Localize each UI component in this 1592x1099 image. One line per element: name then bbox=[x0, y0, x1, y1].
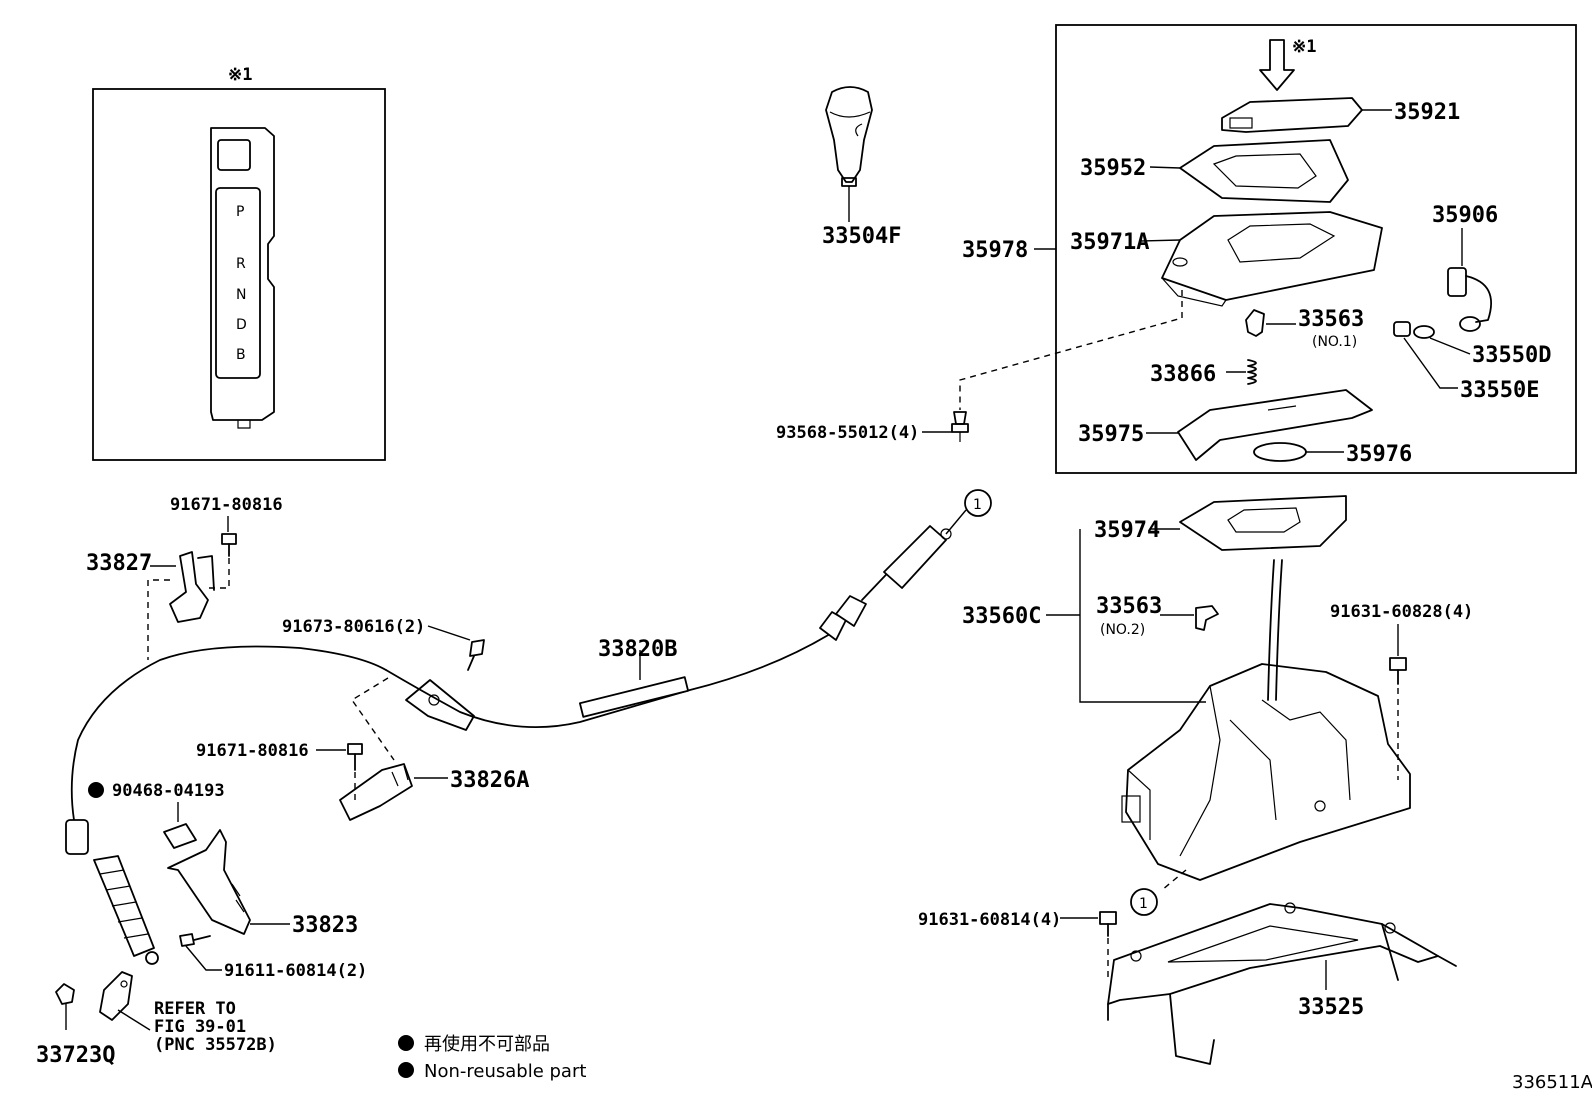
position-d: D bbox=[236, 317, 247, 333]
clip-33827: 91671-80816 33827 bbox=[86, 495, 283, 660]
shift-lever-assembly: 35974 33560C 33563 (NO.2) 1 91631-60828(… bbox=[962, 495, 1473, 916]
legend-english: Non-reusable part bbox=[424, 1061, 586, 1082]
legend: 再使用不可部品 Non-reusable part bbox=[398, 1034, 586, 1082]
label-93568: 93568-55012(4) bbox=[776, 423, 919, 443]
position-p: P bbox=[236, 204, 244, 220]
label-91631-60828: 91631-60828(4) bbox=[1330, 602, 1473, 622]
position-b: B bbox=[236, 347, 246, 363]
label-35971A: 35971A bbox=[1070, 230, 1149, 255]
label-35921: 35921 bbox=[1394, 100, 1460, 125]
indicator-housing-assembly: ※1 35921 35952 35971A 35978 35906 33550D… bbox=[959, 24, 1577, 474]
shift-knob: 33504F bbox=[822, 86, 901, 249]
shift-cable: 1 33820B bbox=[65, 489, 992, 965]
callout-1-bottom: 1 bbox=[1139, 896, 1148, 912]
label-91611: 91611-60814(2) bbox=[224, 961, 367, 981]
label-33550D: 33550D bbox=[1472, 343, 1551, 368]
lower-left-parts: REFER TO FIG 39-01 (PNC 35572B) 33723Q bbox=[36, 971, 277, 1068]
legend-japanese: 再使用不可部品 bbox=[424, 1034, 550, 1055]
position-n: N bbox=[236, 287, 246, 303]
label-33820B: 33820B bbox=[598, 637, 677, 662]
label-35975: 35975 bbox=[1078, 422, 1144, 447]
label-35906: 35906 bbox=[1432, 203, 1498, 228]
label-35978: 35978 bbox=[962, 238, 1028, 263]
label-91631-60814: 91631-60814(4) bbox=[918, 910, 1061, 930]
screw-93568: 93568-55012(4) bbox=[776, 411, 969, 443]
label-91671-top: 91671-80816 bbox=[170, 495, 283, 515]
label-33560C: 33560C bbox=[962, 604, 1041, 629]
figure-id: 336511A bbox=[1512, 1072, 1592, 1093]
base-33525: 91631-60814(4) 33525 bbox=[918, 902, 1457, 1065]
bracket-33823: 90468-04193 33823 91611-60814(2) bbox=[88, 781, 367, 981]
position-r: R bbox=[236, 256, 246, 272]
label-35976: 35976 bbox=[1346, 442, 1412, 467]
label-33563-no2-sub: (NO.2) bbox=[1100, 622, 1145, 638]
refer-line-2: FIG 39-01 bbox=[154, 1017, 246, 1037]
label-33823: 33823 bbox=[292, 913, 358, 938]
label-35952: 35952 bbox=[1080, 156, 1146, 181]
label-91673: 91673-80616(2) bbox=[282, 617, 425, 637]
label-33826A: 33826A bbox=[450, 768, 529, 793]
label-33525: 33525 bbox=[1298, 995, 1364, 1020]
label-35974: 35974 bbox=[1094, 518, 1160, 543]
bolt-91673: 91673-80616(2) bbox=[282, 617, 485, 761]
inset-note: ※1 bbox=[228, 65, 252, 85]
label-33866: 33866 bbox=[1150, 362, 1216, 387]
refer-line-3: (PNC 35572B) bbox=[154, 1035, 277, 1055]
clip-33826A: 91671-80816 33826A bbox=[196, 741, 529, 821]
label-33723Q: 33723Q bbox=[36, 1043, 115, 1068]
label-33504F: 33504F bbox=[822, 224, 901, 249]
label-33563-no1: 33563 bbox=[1298, 307, 1364, 332]
label-33563-no1-sub: (NO.1) bbox=[1312, 334, 1357, 350]
label-33827: 33827 bbox=[86, 551, 152, 576]
callout-1-top: 1 bbox=[973, 497, 982, 513]
label-33563-no2: 33563 bbox=[1096, 594, 1162, 619]
label-90468: 90468-04193 bbox=[112, 781, 225, 801]
label-91671-mid: 91671-80816 bbox=[196, 741, 309, 761]
label-33550E: 33550E bbox=[1460, 378, 1539, 403]
arrow-note: ※1 bbox=[1292, 37, 1316, 57]
refer-line-1: REFER TO bbox=[154, 999, 236, 1019]
selector-indicator-inset: ※1 P R N D B bbox=[92, 65, 386, 461]
